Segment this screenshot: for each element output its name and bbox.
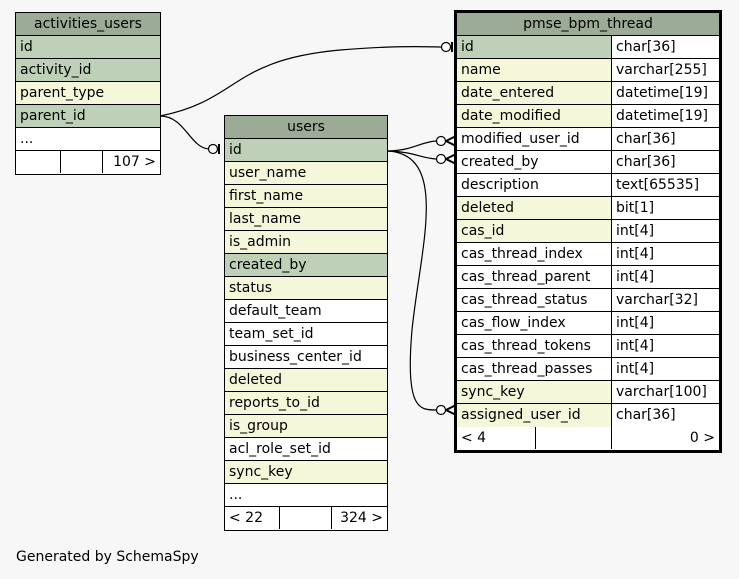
table-row[interactable]: default_team — [225, 300, 387, 323]
rel-users-id-to-modified-user — [387, 140, 437, 152]
column-type: char[36] — [611, 36, 719, 58]
rel-users-id-to-assigned-user — [387, 150, 437, 411]
column-type: datetime[19] — [611, 82, 719, 104]
column-name: name — [457, 59, 611, 81]
optional-marker-icon — [207, 143, 219, 155]
table-row[interactable]: id — [16, 36, 160, 59]
table-row[interactable]: is_admin — [225, 231, 387, 254]
table-row[interactable]: last_name — [225, 208, 387, 231]
optional-marker-icon — [435, 404, 447, 416]
rel-parent-id-to-users-id — [159, 115, 210, 150]
table-row[interactable]: user_name — [225, 162, 387, 185]
column-type: varchar[32] — [611, 289, 719, 311]
column-type: char[36] — [611, 128, 719, 150]
column-type: datetime[19] — [611, 105, 719, 127]
column-type: int[4] — [611, 266, 719, 288]
table-row[interactable]: created_by — [225, 254, 387, 277]
column-name: modified_user_id — [457, 128, 611, 150]
table-activities-users[interactable]: activities_users id activity_id parent_t… — [15, 12, 161, 175]
column-type: char[36] — [611, 151, 719, 173]
table-row[interactable]: first_name — [225, 185, 387, 208]
table-row[interactable]: activity_id — [16, 59, 160, 82]
table-row[interactable]: team_set_id — [225, 323, 387, 346]
column-type: int[4] — [611, 335, 719, 357]
column-name: deleted — [457, 197, 611, 219]
column-name: id — [457, 36, 611, 58]
column-name: cas_thread_tokens — [457, 335, 611, 357]
table-row[interactable]: acl_role_set_id — [225, 438, 387, 461]
column-type: text[65535] — [611, 174, 719, 196]
table-footer: 107 > — [16, 151, 160, 174]
column-type: int[4] — [611, 358, 719, 380]
table-row[interactable]: reports_to_id — [225, 392, 387, 415]
rel-parent-id-to-thread-id — [159, 46, 447, 117]
column-name: assigned_user_id — [457, 404, 611, 427]
column-name: cas_thread_parent — [457, 266, 611, 288]
column-type: int[4] — [611, 312, 719, 334]
table-footer: < 22 324 > — [225, 507, 387, 530]
table-row[interactable]: parent_id — [16, 105, 160, 128]
column-type: int[4] — [611, 243, 719, 265]
column-name: description — [457, 174, 611, 196]
column-name: date_entered — [457, 82, 611, 104]
column-type: bit[1] — [611, 197, 719, 219]
column-name: created_by — [457, 151, 611, 173]
table-row[interactable]: deleted — [225, 369, 387, 392]
table-row[interactable]: status — [225, 277, 387, 300]
column-type: char[36] — [611, 404, 719, 427]
table-row[interactable]: sync_key — [225, 461, 387, 484]
table-row[interactable]: ... — [225, 484, 387, 507]
column-name: cas_id — [457, 220, 611, 242]
column-name: cas_flow_index — [457, 312, 611, 334]
table-row[interactable]: ... — [16, 128, 160, 151]
table-title: pmse_bpm_thread — [457, 13, 719, 36]
table-title: users — [225, 116, 387, 139]
optional-marker-icon — [435, 153, 447, 165]
column-name: sync_key — [457, 381, 611, 403]
optional-marker-icon — [435, 135, 447, 147]
column-name: date_modified — [457, 105, 611, 127]
column-type: int[4] — [611, 220, 719, 242]
table-row[interactable]: parent_type — [16, 82, 160, 105]
column-name: cas_thread_index — [457, 243, 611, 265]
column-name: cas_thread_passes — [457, 358, 611, 380]
table-footer: < 4 0 > — [457, 427, 719, 450]
generated-by-label: Generated by SchemaSpy — [16, 549, 199, 565]
table-title: activities_users — [16, 13, 160, 36]
column-type: varchar[100] — [611, 381, 719, 403]
table-row[interactable]: id — [225, 139, 387, 162]
column-name: cas_thread_status — [457, 289, 611, 311]
optional-marker-icon — [440, 41, 452, 53]
table-users[interactable]: users id user_name first_name last_name … — [224, 115, 388, 531]
column-type: varchar[255] — [611, 59, 719, 81]
table-row[interactable]: is_group — [225, 415, 387, 438]
table-row[interactable]: business_center_id — [225, 346, 387, 369]
